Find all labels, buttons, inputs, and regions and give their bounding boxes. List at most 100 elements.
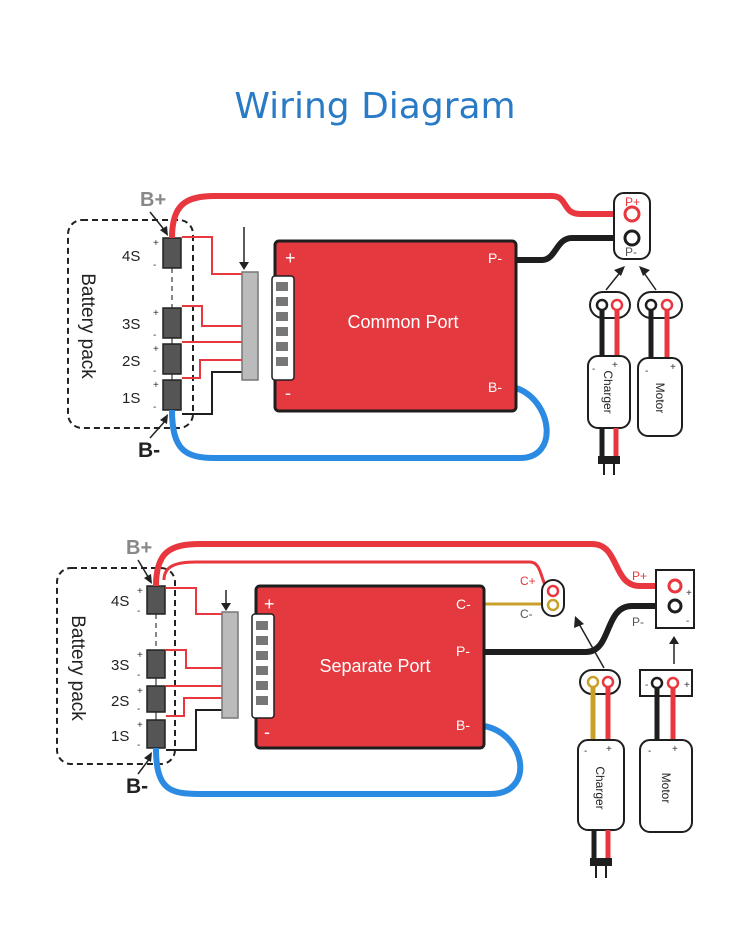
board-b-minus: B- [456, 717, 470, 733]
cell-label-2s: 2S [122, 353, 140, 370]
motor-plug [639, 669, 693, 697]
balance-wire-black [182, 371, 242, 415]
diagram-common-port: Battery pack 4S 3S 2S 1S +- +- +- +- [67, 189, 683, 475]
p-plus-label: P+ [632, 569, 647, 583]
wire-p-minus [516, 235, 628, 263]
board-minus: - [285, 383, 291, 403]
charger-body [577, 739, 625, 831]
b-minus-arrow [149, 419, 167, 439]
b-minus-label: B- [126, 775, 148, 798]
wire-b-minus [169, 385, 550, 461]
balance-wires [182, 236, 242, 379]
wire-p-minus [484, 603, 674, 655]
b-minus-arrow [137, 757, 151, 775]
cell-polarity-marks: +- +- +- +- [153, 238, 159, 413]
board-plus: + [264, 594, 275, 614]
port-terminal-plus [623, 205, 641, 223]
svg-text:+: + [684, 680, 690, 691]
wire-b-plus-to-p-plus [153, 541, 674, 589]
c-plus-label: C+ [520, 574, 536, 588]
balance-wires [166, 587, 222, 717]
mains-plug [590, 858, 612, 866]
battery-pack-label: Battery pack [67, 615, 88, 721]
cell-label-1s: 1S [111, 728, 129, 745]
cell-label-2s: 2S [111, 693, 129, 710]
charger-label: Charger [601, 370, 615, 413]
board-p-minus: P- [456, 643, 470, 659]
cell-label-4s: 4S [122, 248, 140, 265]
charger-body [587, 355, 631, 429]
svg-text:-: - [648, 746, 651, 757]
board-minus: - [264, 722, 270, 742]
svg-text:-: - [137, 740, 140, 751]
svg-text:-: - [153, 260, 156, 271]
arrow-down-head [221, 603, 231, 611]
cell-1s [146, 719, 166, 749]
cell-2s [146, 685, 166, 713]
board-socket-pins [276, 282, 288, 366]
cell-3s [146, 649, 166, 679]
motor-label: Motor [653, 383, 667, 414]
board-p-minus: P- [488, 250, 502, 266]
svg-text:+: + [606, 744, 612, 755]
port-minus-label: P- [625, 245, 637, 259]
svg-text:-: - [153, 330, 156, 341]
svg-text:+: + [137, 686, 143, 697]
motor-minus: - [645, 366, 648, 377]
load-port-minus: - [686, 616, 689, 627]
svg-text:-: - [153, 402, 156, 413]
cell-4s [162, 237, 182, 269]
wire-b-plus-to-p-plus [169, 193, 628, 239]
svg-text:-: - [137, 606, 140, 617]
svg-text:+: + [153, 380, 159, 391]
arrow-head [614, 266, 625, 276]
board-c-minus: C- [456, 596, 471, 612]
svg-text:-: - [645, 680, 648, 691]
cell-4s [146, 585, 166, 615]
board-plus: + [285, 248, 296, 268]
board-label: Common Port [347, 312, 458, 332]
arrow-charger-to-port [577, 621, 605, 669]
output-port-common [613, 192, 651, 260]
cell-2s [162, 343, 182, 375]
svg-text:+: + [153, 344, 159, 355]
balance-connector [241, 271, 259, 381]
motor-body [639, 739, 693, 833]
b-plus-label: B+ [126, 537, 152, 559]
mains-plug [598, 456, 620, 464]
b-minus-label: B- [138, 439, 160, 462]
svg-text:+: + [137, 720, 143, 731]
motor-label: Motor [659, 773, 673, 804]
board-socket-pins [256, 621, 268, 705]
board-b-minus: B- [488, 379, 502, 395]
svg-text:+: + [672, 744, 678, 755]
svg-text:-: - [137, 670, 140, 681]
svg-text:-: - [584, 746, 587, 757]
cell-label-3s: 3S [111, 657, 129, 674]
load-port-plus: + [686, 588, 692, 599]
svg-text:+: + [137, 650, 143, 661]
c-minus-label: C- [520, 607, 533, 621]
wire-b-minus [153, 723, 524, 797]
svg-text:+: + [153, 308, 159, 319]
svg-text:-: - [137, 704, 140, 715]
battery-pack-label: Battery pack [77, 273, 98, 379]
motor-plus: + [670, 362, 676, 373]
board-label: Separate Port [319, 656, 430, 676]
p-minus-label: P- [632, 615, 644, 629]
cell-label-4s: 4S [111, 593, 129, 610]
motor-body [637, 357, 683, 437]
svg-text:+: + [153, 238, 159, 249]
cell-label-1s: 1S [122, 390, 140, 407]
page-title: Wiring Diagram [234, 86, 515, 127]
cell-1s [162, 379, 182, 411]
b-plus-label: B+ [140, 189, 166, 211]
b-minus-arrow-head [160, 414, 168, 424]
arrow-head [639, 266, 650, 276]
charger-minus: - [592, 364, 595, 375]
battery-pack-outline [56, 567, 176, 765]
cell-3s [162, 307, 182, 339]
diagram-separate-port: Battery pack 4S 3S 2S 1S + - + - + - + - [56, 537, 695, 878]
cell-polarity-marks: +- +- +- +- [137, 586, 143, 751]
